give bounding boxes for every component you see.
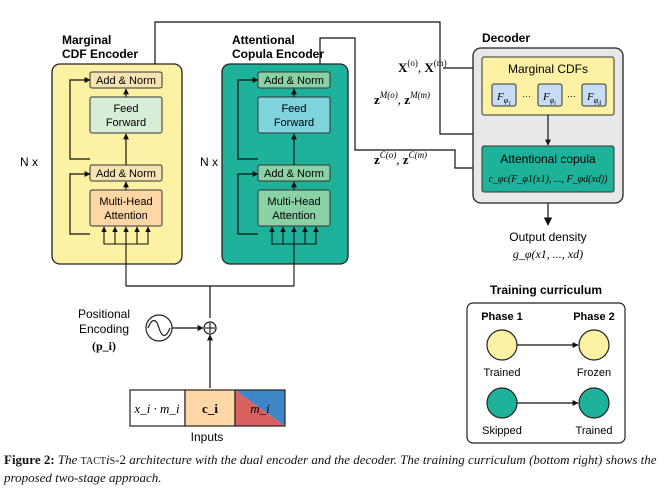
sine-wave-path [147, 319, 171, 337]
marginal-residual-loop-bottom [69, 171, 91, 235]
figure-caption: Figure 2: The TACTiS-2 architecture with… [4, 452, 666, 486]
copula-encoder-title-line2: Copula Encoder [232, 47, 324, 61]
f-phi-i-label: Fφi [542, 91, 556, 107]
marginal-add-norm-top [89, 71, 163, 89]
phase1-copula-node [486, 387, 518, 419]
phase1-copula-status: Skipped [482, 425, 522, 437]
caption-text: architecture with the dual encoder and t… [4, 452, 657, 485]
phase1-label: Phase 1 [481, 311, 523, 323]
positional-label-1: Positional [78, 307, 130, 321]
phase2-marginal-status: Frozen [577, 367, 611, 379]
copula-encoder-output-line [319, 37, 481, 171]
x-input-label: X(o), X(m) [398, 58, 447, 75]
phase1-marginal-status: Trained [484, 367, 521, 379]
caption-pre: The [57, 452, 78, 467]
f-phi-d-box [581, 83, 607, 107]
attentional-copula-encoder: Attentional Copula Encoder Add & Norm Fe… [200, 33, 349, 286]
training-curriculum: Training curriculum Phase 1 Phase 2 Trai… [466, 283, 626, 444]
copula-attn-label-2: Attention [272, 210, 315, 222]
inputs-block: x_i · m_i c_i m_i Inputs [129, 389, 286, 444]
marginal-attn-input-v [126, 226, 151, 245]
output-density-label: Output density [509, 230, 586, 244]
copula-ff-label-2: Forward [274, 117, 314, 129]
training-title: Training curriculum [490, 283, 602, 297]
phase2-copula-status: Trained [576, 425, 613, 437]
positional-label-3: (p_i) [92, 339, 116, 353]
marginal-feed-forward [89, 96, 163, 134]
marginal-residual-loop-top [69, 77, 91, 160]
marginal-cdfs-label: Marginal CDFs [508, 62, 588, 76]
copula-attn-input-q [269, 226, 294, 245]
f-phi-1-box [491, 83, 517, 107]
output-density-formula: g_φ(x1, ..., xd) [513, 247, 583, 261]
copula-multihead-attention [257, 189, 331, 227]
z-copula-label: zC(o), zC(m) [374, 150, 427, 167]
copula-add-norm-top-label: Add & Norm [264, 75, 324, 87]
attentional-copula-box [481, 145, 615, 193]
copula-encoder-title-line1: Attentional [232, 33, 295, 47]
input-cell-values-label: x_i · m_i [133, 401, 180, 416]
input-cell-covariates-label: c_i [202, 401, 218, 416]
copula-feed-forward [257, 96, 331, 134]
marginal-repeat-label: N x [20, 155, 38, 169]
f-phi-dots-2: ··· [567, 91, 576, 101]
copula-residual-loop-top [237, 77, 259, 160]
inputs-label: Inputs [191, 430, 224, 444]
input-cell-mask [234, 389, 286, 427]
decoder: Decoder Marginal CDFs Fφ1 ··· Fφi ··· Fφ… [472, 31, 624, 226]
copula-add-norm-bottom-label: Add & Norm [264, 168, 324, 180]
phase2-copula-node [578, 387, 610, 419]
copula-residual-loop-bottom [237, 171, 259, 235]
marginal-encoder-title-line2: CDF Encoder [62, 47, 138, 61]
input-cell-mask-label: m_i [250, 401, 270, 416]
phase2-marginal-node [578, 329, 610, 361]
copula-ff-label-1: Feed [281, 103, 306, 115]
marginal-add-norm-bottom [89, 164, 163, 182]
mask-red-triangle [235, 390, 285, 426]
positional-label-2: Encoding [79, 322, 129, 336]
copula-repeat-label: N x [200, 155, 218, 169]
f-phi-dots-1: ··· [522, 91, 531, 101]
marginal-attn-label-1: Multi-Head [99, 196, 152, 208]
z-marginal-label: zM(o), zM(m) [374, 90, 430, 107]
input-cell-values [129, 389, 186, 427]
copula-add-norm-top [257, 71, 331, 89]
marginal-encoder-title-line1: Marginal [62, 33, 111, 47]
copula-formula: c_φc(F_φ1(x1), ..., F_φd(xd)) [488, 174, 608, 185]
input-cell-covariates [184, 389, 236, 427]
decoder-title: Decoder [482, 31, 530, 45]
marginal-multihead-attention [89, 189, 163, 227]
copula-attn-input-v [294, 226, 319, 245]
marginal-attn-label-2: Attention [104, 210, 147, 222]
marginal-ff-label-2: Forward [106, 117, 146, 129]
phase2-label: Phase 2 [573, 311, 615, 323]
marginal-ff-label-1: Feed [113, 103, 138, 115]
attentional-copula-label: Attentional copula [500, 152, 596, 166]
caption-label: Figure 2: [4, 452, 55, 467]
copula-add-norm-bottom [257, 164, 331, 182]
marginal-cdf-encoder: Marginal CDF Encoder Add & Norm Feed For… [20, 33, 183, 286]
phase1-marginal-node [486, 329, 518, 361]
marginal-add-norm-bottom-label: Add & Norm [96, 168, 156, 180]
architecture-diagram: Marginal CDF Encoder Add & Norm Feed For… [20, 21, 626, 444]
f-phi-i-box [537, 83, 563, 107]
caption-model-name: TACTiS-2 [80, 452, 127, 467]
f-phi-d-label: Fφd [586, 91, 602, 107]
f-phi-1-label: Fφ1 [496, 91, 511, 107]
marginal-add-norm-top-label: Add & Norm [96, 75, 156, 87]
marginal-encoder-output-line [154, 21, 481, 137]
copula-attn-label-1: Multi-Head [267, 196, 320, 208]
